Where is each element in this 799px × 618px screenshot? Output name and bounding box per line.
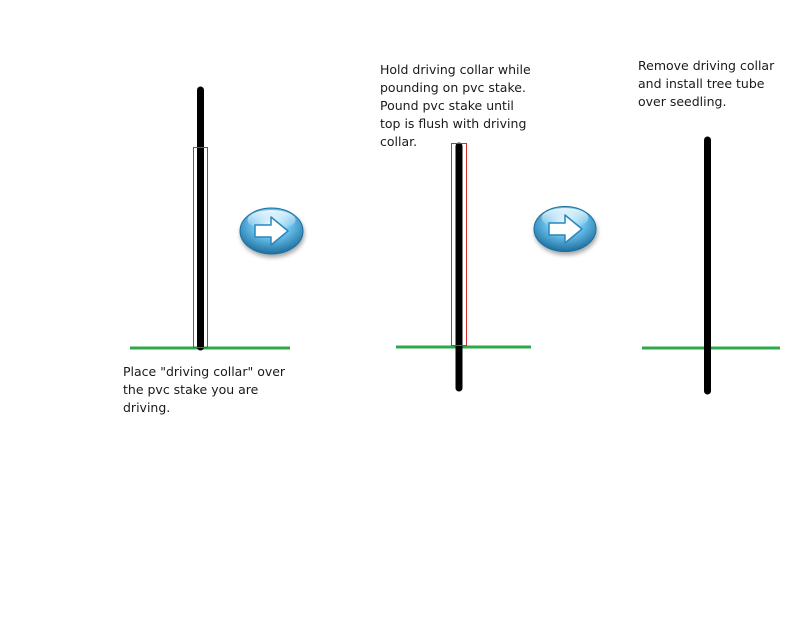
caption-line: and install tree tube <box>638 76 765 91</box>
caption-line: Pound pvc stake until <box>380 98 514 113</box>
caption-line: over seedling. <box>638 94 727 109</box>
caption-line: Remove driving collar <box>638 58 775 73</box>
caption-line: the pvc stake you are <box>123 382 259 397</box>
caption-line: Hold driving collar while <box>380 62 531 77</box>
caption-line: pounding on pvc stake. <box>380 80 526 95</box>
step-1-illustration <box>130 86 290 351</box>
caption-line: Place "driving collar" over <box>123 364 286 379</box>
step-2-caption: Hold driving collar while pounding on pv… <box>380 61 531 151</box>
caption-line: top is flush with driving <box>380 116 527 131</box>
step-3-illustration <box>642 136 780 395</box>
step-2-illustration <box>396 142 531 392</box>
step-1-caption: Place "driving collar" over the pvc stak… <box>123 363 285 417</box>
right-arrow-icon <box>239 207 304 255</box>
step-3-caption: Remove driving collar and install tree t… <box>638 57 774 111</box>
step-2-driving-collar <box>451 143 467 346</box>
step-1-driving-collar <box>193 147 208 348</box>
right-arrow-icon <box>533 206 597 252</box>
caption-line: collar. <box>380 134 418 149</box>
caption-line: driving. <box>123 400 171 415</box>
